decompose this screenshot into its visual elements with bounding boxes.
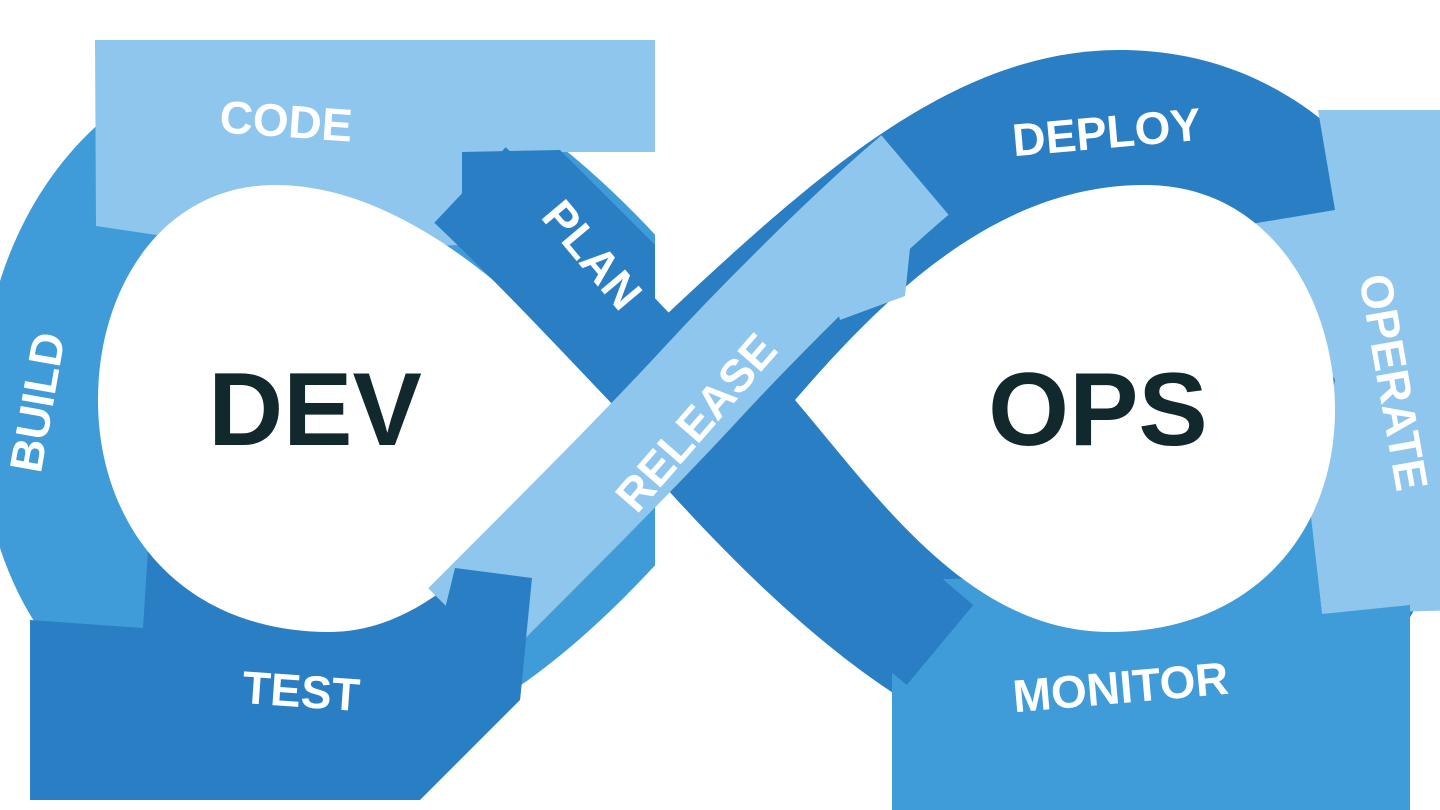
stage-label-code: CODE xyxy=(218,90,354,151)
stage-label-test: TEST xyxy=(241,661,362,721)
ops-center-label: OPS xyxy=(988,352,1208,468)
release-end-cap xyxy=(810,200,915,320)
ops-hole xyxy=(795,185,1335,632)
dev-hole xyxy=(98,185,615,632)
release-start-cap xyxy=(430,568,532,700)
dev-center-label: DEV xyxy=(208,352,422,468)
band-operate-segment xyxy=(1245,110,1440,614)
